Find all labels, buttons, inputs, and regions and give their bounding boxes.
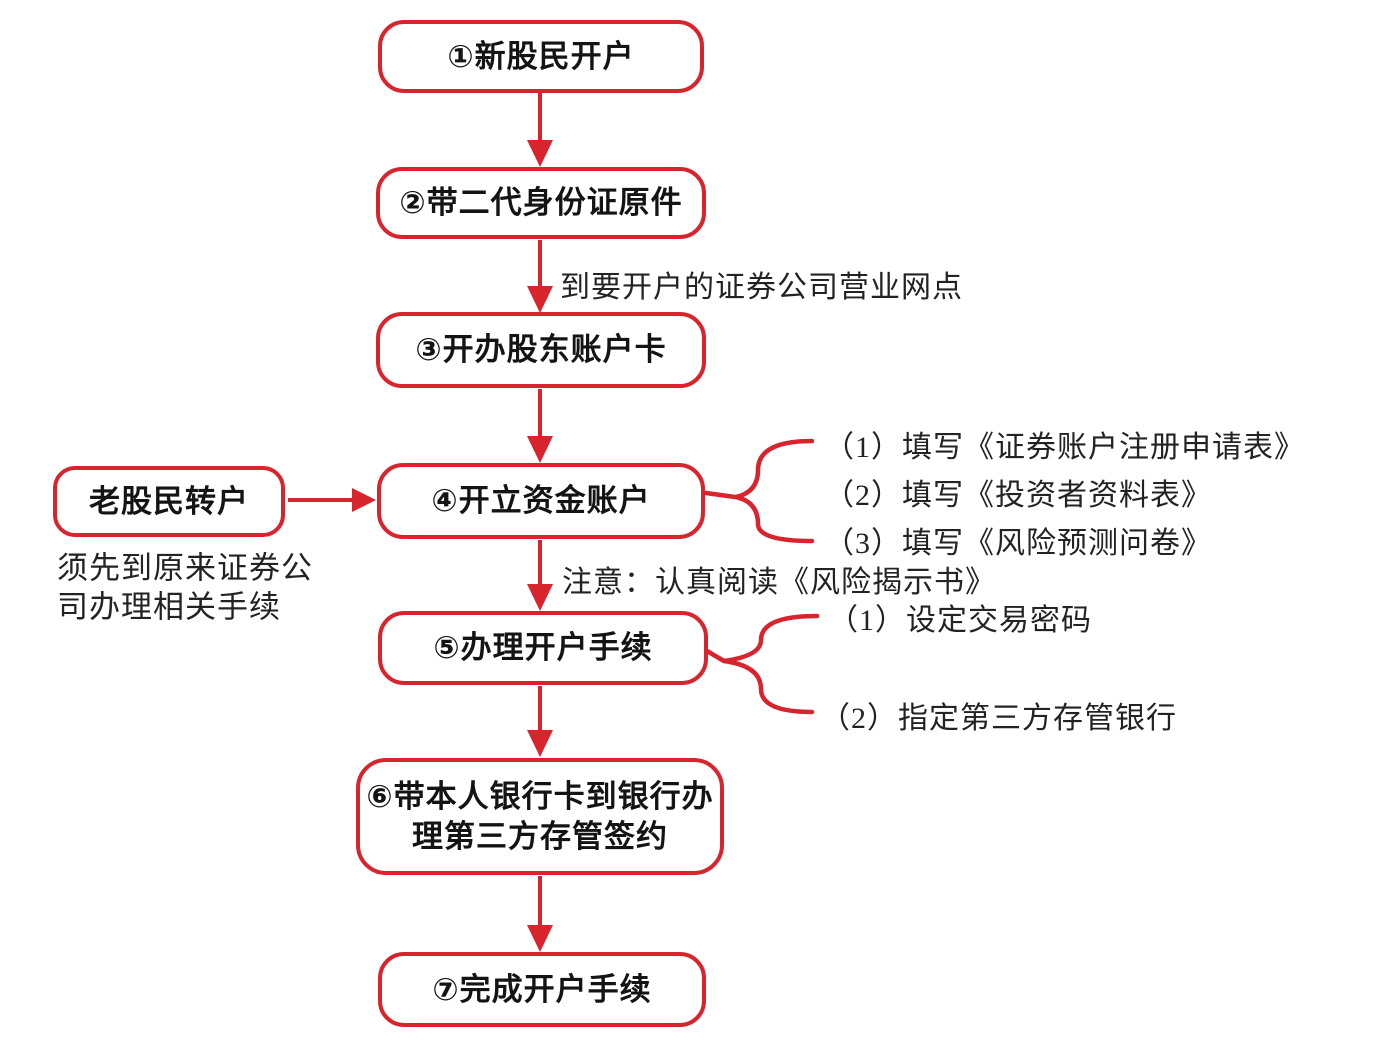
flow-box-step5: ⑤办理开户手续: [378, 611, 708, 685]
step4-brace-connector-icon: [703, 490, 738, 500]
flow-box-step4: ④开立资金账户: [377, 463, 705, 539]
arrow-step1-step2: [538, 93, 542, 141]
annotation-step4-item-1: （1）填写《证券账户注册申请表》: [824, 431, 1305, 464]
flow-box-side-transfer: 老股民转户: [53, 466, 285, 537]
arrow-step2-step3: [538, 240, 542, 287]
flow-box-step1-label: ①新股民开户: [447, 38, 635, 74]
flow-box-step2-label: ②带二代身份证原件: [399, 185, 683, 220]
side-note-line1: 须先到原来证券公: [57, 550, 313, 586]
flow-box-step6-label-line2: 理第三方存管签约: [412, 818, 668, 854]
arrow-side-step4: [288, 498, 354, 502]
arrowhead-step5-step6-icon: [527, 730, 553, 757]
arrowhead-step1-step2-icon: [527, 140, 553, 167]
arrow-step4-step5: [538, 540, 542, 585]
annotation-step5-item-1: （1）设定交易密码: [828, 604, 1092, 637]
arrowhead-step3-step4-icon: [527, 436, 553, 463]
step4-brace-icon: [735, 438, 815, 544]
annotation-step4-item-2: （2）填写《投资者资料表》: [824, 479, 1212, 512]
flow-box-side-transfer-label: 老股民转户: [89, 483, 249, 519]
flow-box-step7-label: ⑦完成开户手续: [432, 971, 652, 1007]
annotation-step4-item-3: （3）填写《风险预测问卷》: [824, 527, 1212, 560]
flow-box-step7: ⑦完成开户手续: [378, 952, 706, 1027]
arrow-step6-step7: [538, 876, 542, 926]
flow-box-step3-label: ③开办股东账户卡: [415, 332, 667, 367]
flow-box-step2: ②带二代身份证原件: [376, 167, 706, 239]
arrowhead-step4-step5-icon: [527, 584, 553, 611]
flow-box-step4-label: ④开立资金账户: [431, 483, 651, 518]
arrowhead-side-step4-icon: [352, 488, 376, 512]
annotation-step5-item-2: （2）指定第三方存管银行: [820, 702, 1177, 735]
flow-box-step1: ①新股民开户: [378, 20, 704, 93]
flow-box-step6-label-line1: ⑥带本人银行卡到银行办: [366, 778, 714, 814]
arrowhead-step6-step7-icon: [527, 925, 553, 952]
flow-box-step5-label: ⑤办理开户手续: [433, 630, 653, 665]
flow-box-step3: ③开办股东账户卡: [376, 312, 706, 388]
step5-brace-icon: [723, 613, 820, 715]
side-note-line2: 司办理相关手续: [57, 589, 281, 625]
annotation-notice: 注意：认真阅读《风险揭示书》: [562, 566, 996, 599]
arrow-step5-step6: [538, 686, 542, 731]
flow-box-step6: ⑥带本人银行卡到银行办 理第三方存管签约: [356, 758, 724, 875]
arrowhead-step2-step3-icon: [527, 286, 553, 313]
arrow-step3-step4: [538, 389, 542, 437]
step5-brace-connector-icon: [704, 648, 727, 664]
annotation-branch-note: 到要开户的证券公司营业网点: [560, 271, 963, 304]
